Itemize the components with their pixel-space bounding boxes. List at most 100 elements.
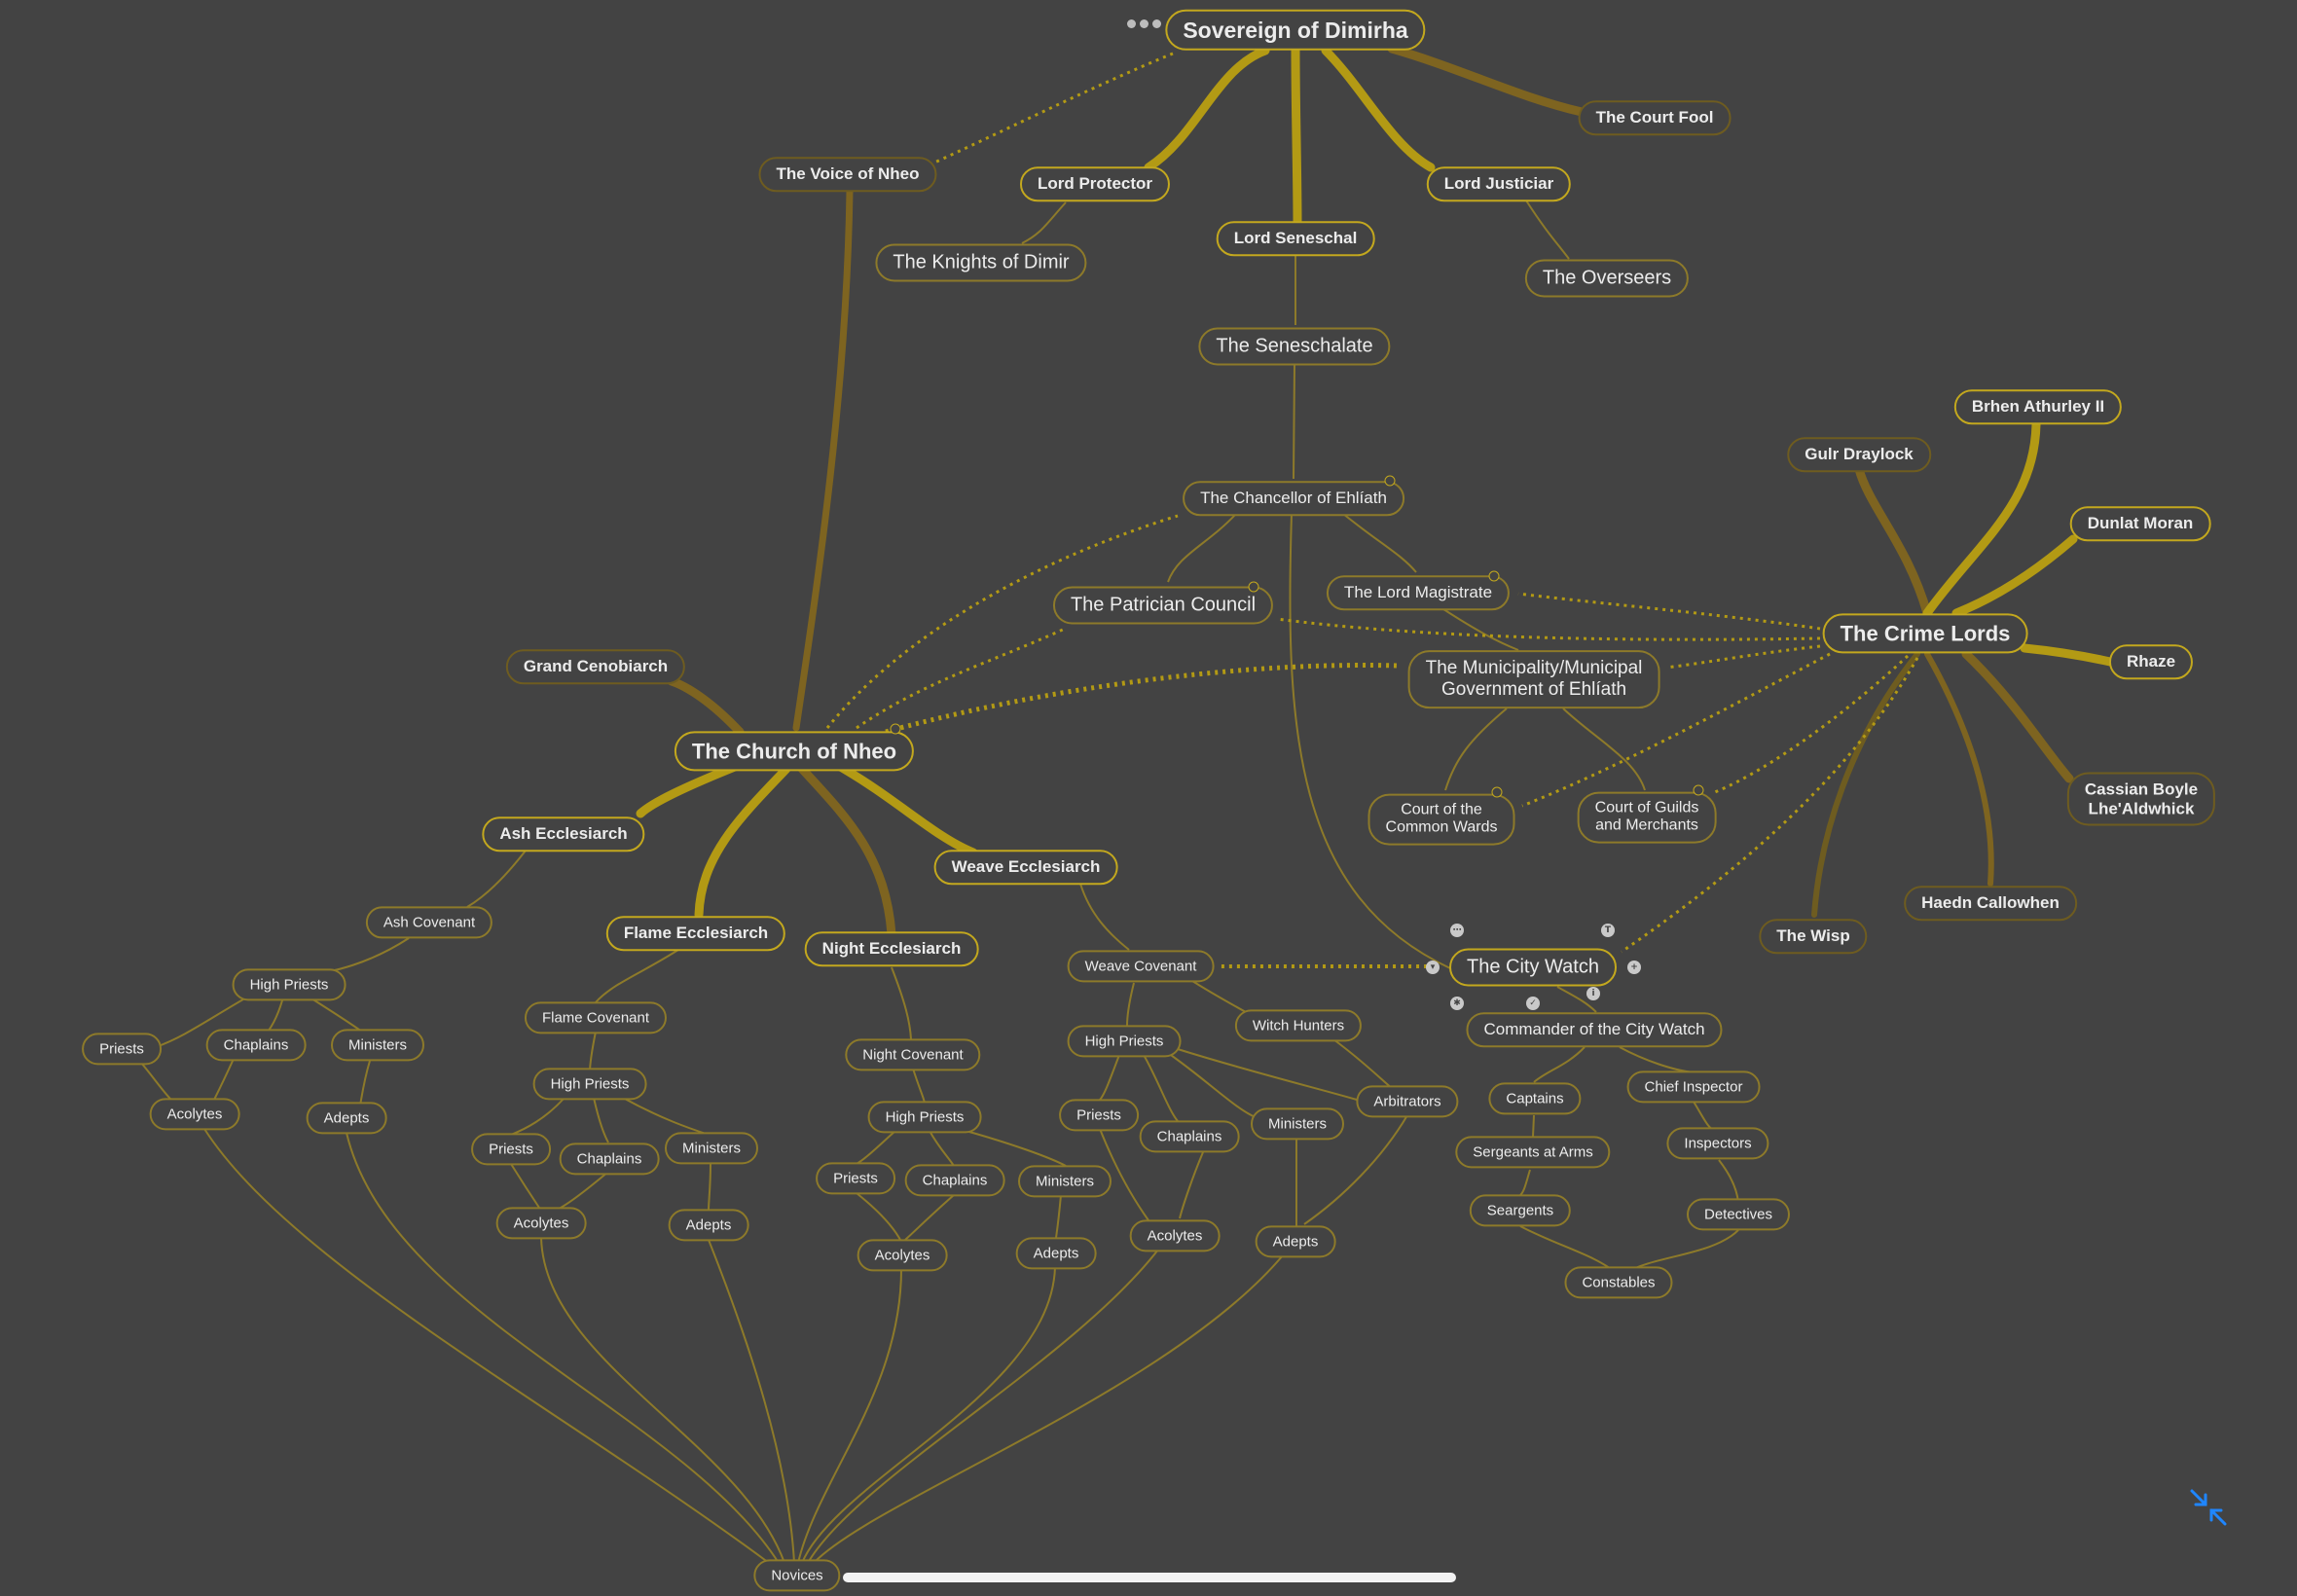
collapse-arrows-icon[interactable] [2188,1487,2229,1528]
node-the-wisp[interactable]: The Wisp [1759,919,1868,954]
tag-icon[interactable]: T [1601,924,1615,937]
node-weave-high-priests[interactable]: High Priests [1067,1025,1182,1058]
node-flame-ministers[interactable]: Ministers [664,1132,759,1165]
node-watch-sergeants-at-arms[interactable]: Sergeants at Arms [1455,1136,1611,1169]
node-lord-justiciar[interactable]: Lord Justiciar [1426,166,1572,201]
node-novices[interactable]: Novices [753,1559,841,1592]
link-watch-commander [1556,986,1597,1013]
node-overseers[interactable]: The Overseers [1524,259,1690,298]
node-brhen-athurley[interactable]: Brhen Athurley II [1953,389,2123,424]
node-night-adepts[interactable]: Adepts [1015,1237,1097,1270]
node-night-ecclesiarch[interactable]: Night Ecclesiarch [804,931,979,966]
node-watch-constables[interactable]: Constables [1564,1266,1673,1299]
dotlink-crime-municipality [1665,644,1821,670]
node-watch-seargents[interactable]: Seargents [1469,1194,1572,1227]
add-icon[interactable]: + [1627,961,1641,974]
link-church-cenobiarch [667,676,745,737]
node-watch-inspectors[interactable]: Inspectors [1666,1127,1769,1160]
link-saa-sgt [1519,1169,1531,1196]
node-grand-cenobiarch[interactable]: Grand Cenobiarch [505,649,686,684]
node-lord-seneschal[interactable]: Lord Seneschal [1216,221,1375,256]
node-court-common-wards[interactable]: Court of the Common Wards [1367,793,1515,846]
node-lord-protector[interactable]: Lord Protector [1019,166,1171,201]
node-gulr-draylock[interactable]: Gulr Draylock [1787,437,1931,472]
link-flamemin-adepts [708,1163,711,1212]
star-icon[interactable]: ✱ [1450,997,1464,1010]
node-weave-adepts[interactable]: Adepts [1255,1225,1336,1258]
node-voice-of-nheo[interactable]: The Voice of Nheo [758,157,937,192]
node-ash-priests[interactable]: Priests [82,1033,162,1066]
link-crime-brhen [1922,419,2041,618]
node-seneschalate[interactable]: The Seneschalate [1198,327,1391,366]
node-flame-priests[interactable]: Priests [471,1133,551,1166]
node-ash-adepts[interactable]: Adepts [306,1102,387,1135]
link-ashmin-adepts [359,1060,371,1106]
node-church-of-nheo[interactable]: The Church of Nheo [674,731,915,772]
node-flame-acolytes[interactable]: Acolytes [495,1207,587,1240]
node-night-acolytes[interactable]: Acolytes [857,1239,948,1272]
done-icon[interactable]: ✓ [1526,997,1540,1010]
node-lord-magistrate[interactable]: The Lord Magistrate [1326,575,1511,610]
node-dunlat-moran[interactable]: Dunlat Moran [2069,506,2211,541]
node-city-watch[interactable]: The City Watch [1449,948,1617,987]
link-handle[interactable] [1693,784,1704,796]
node-ash-acolytes[interactable]: Acolytes [149,1098,240,1131]
link-handle[interactable] [890,723,901,735]
link-ashpriests-acolytes [140,1062,174,1103]
link-flamehp-ministers [622,1097,710,1136]
node-sovereign[interactable]: Sovereign of Dimirha [1165,9,1426,52]
node-knights-of-dimir[interactable]: The Knights of Dimir [875,243,1087,282]
node-crime-lords[interactable]: The Crime Lords [1822,613,2028,654]
node-weave-acolytes[interactable]: Acolytes [1129,1219,1221,1252]
node-flame-covenant[interactable]: Flame Covenant [524,1001,668,1034]
node-weave-ecclesiarch[interactable]: Weave Ecclesiarch [933,850,1118,885]
node-weave-priests[interactable]: Priests [1059,1099,1139,1132]
ellipsis-icon[interactable] [1127,16,1170,29]
node-chancellor[interactable]: The Chancellor of Ehlíath [1183,481,1404,516]
node-flame-adepts[interactable]: Adepts [668,1209,749,1242]
link-handle[interactable] [1248,581,1259,593]
node-night-high-priests[interactable]: High Priests [867,1101,982,1134]
node-haedn-callowhen[interactable]: Haedn Callowhen [1904,886,2077,921]
link-nighthp-priests [856,1130,896,1165]
collapse-icon[interactable]: ▾ [1426,961,1440,974]
node-rhaze[interactable]: Rhaze [2108,644,2194,679]
node-night-chaplains[interactable]: Chaplains [904,1164,1005,1197]
node-cassian-boyle[interactable]: Cassian Boyle Lhe'Aldwhick [2066,772,2216,826]
node-watch-detectives[interactable]: Detectives [1686,1198,1791,1231]
link-sovereign-fool [1387,44,1586,117]
node-weave-ministers[interactable]: Ministers [1250,1107,1345,1141]
node-watch-chief-inspector[interactable]: Chief Inspector [1626,1070,1761,1104]
node-flame-high-priests[interactable]: High Priests [532,1068,647,1101]
node-witch-hunters[interactable]: Witch Hunters [1234,1009,1363,1042]
link-handle[interactable] [1488,570,1500,582]
node-night-covenant[interactable]: Night Covenant [845,1038,981,1071]
node-commander-watch[interactable]: Commander of the City Watch [1466,1012,1723,1047]
node-ash-ministers[interactable]: Ministers [330,1029,425,1062]
node-ash-ecclesiarch[interactable]: Ash Ecclesiarch [482,816,645,852]
node-weave-covenant[interactable]: Weave Covenant [1067,950,1215,983]
link-handle[interactable] [1491,786,1503,798]
node-ash-covenant[interactable]: Ash Covenant [365,906,493,939]
node-court-fool[interactable]: The Court Fool [1578,100,1732,135]
node-ash-chaplains[interactable]: Chaplains [205,1029,307,1062]
info-icon[interactable]: i [1586,987,1600,1000]
link-handle[interactable] [1384,475,1396,487]
link-crime-wisp [1811,651,1920,918]
node-court-guilds[interactable]: Court of Guilds and Merchants [1577,791,1717,844]
node-municipality[interactable]: The Municipality/Municipal Government of… [1407,650,1660,708]
more-icon[interactable]: ⋯ [1450,924,1464,937]
horizontal-scrollbar[interactable] [843,1573,1456,1582]
node-weave-chaplains[interactable]: Chaplains [1139,1120,1240,1153]
link-justiciar-overseers [1525,200,1570,260]
node-flame-ecclesiarch[interactable]: Flame Ecclesiarch [605,916,786,951]
dotlink-church-patrician [856,627,1066,730]
node-weave-arbitrators[interactable]: Arbitrators [1356,1085,1459,1118]
node-watch-captains[interactable]: Captains [1488,1082,1582,1115]
node-patrician-council[interactable]: The Patrician Council [1052,586,1274,625]
node-flame-chaplains[interactable]: Chaplains [559,1143,660,1176]
node-night-priests[interactable]: Priests [816,1162,895,1195]
node-night-ministers[interactable]: Ministers [1017,1165,1112,1198]
node-ash-high-priests[interactable]: High Priests [232,968,346,1001]
